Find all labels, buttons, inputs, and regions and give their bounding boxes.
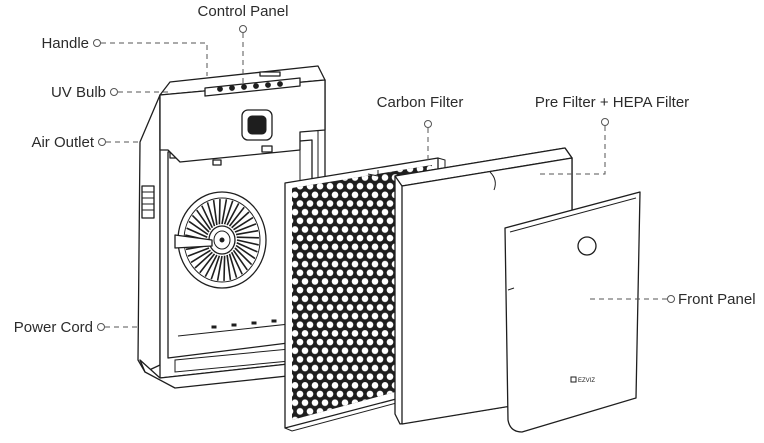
fan-blade (232, 249, 248, 271)
label-control-panel: Control Panel (198, 3, 289, 20)
fan-blade (223, 200, 234, 225)
label-pre-filter-hepa: Pre Filter + HEPA Filter (535, 94, 689, 111)
fan-blade (235, 244, 256, 260)
fan-blade (226, 254, 232, 281)
fan-blade (201, 205, 214, 229)
control-buttons (217, 81, 283, 92)
fan-blade (196, 209, 212, 231)
fan-blade (187, 247, 210, 257)
brand-logo: EZVIZ (578, 378, 595, 384)
fan-blade (186, 227, 208, 238)
fan-blade (216, 255, 223, 281)
label-carbon-filter: Carbon Filter (377, 94, 464, 111)
fan-blade (236, 239, 259, 246)
fan-blade (230, 251, 243, 275)
fan-blade (191, 214, 210, 233)
leader-lines (93, 25, 675, 331)
fan-blade (194, 251, 213, 269)
label-power-cord: Power Cord (14, 319, 93, 336)
fan-blade (236, 236, 259, 239)
fan-blade (236, 242, 258, 253)
bottom-rail-slots (211, 319, 277, 329)
fan-blade (206, 202, 216, 227)
fan-blade (226, 203, 240, 226)
label-front-panel: Front Panel (678, 291, 756, 308)
fan-blade (234, 247, 253, 266)
fan-blade (223, 255, 226, 281)
fan-blade (212, 199, 218, 226)
label-uv-bulb: UV Bulb (51, 84, 106, 101)
fan-blade (204, 254, 218, 277)
fan-blade (221, 199, 228, 225)
fan-blade (228, 253, 238, 278)
side-vent-grille (141, 185, 155, 219)
fan-blade (234, 223, 257, 233)
fan (174, 191, 267, 289)
fan-blade (190, 249, 211, 264)
fan-blade (210, 255, 221, 280)
fan-blade (231, 211, 250, 229)
fan-blade (233, 216, 254, 231)
fan-blade (199, 253, 216, 274)
fan-blade (218, 199, 221, 225)
front-panel: EZVIZ (504, 191, 641, 433)
label-air-outlet: Air Outlet (31, 134, 94, 151)
fan-blade (235, 229, 259, 236)
fan-blade (188, 220, 209, 236)
fan-blade (228, 206, 245, 227)
label-handle: Handle (41, 35, 89, 52)
